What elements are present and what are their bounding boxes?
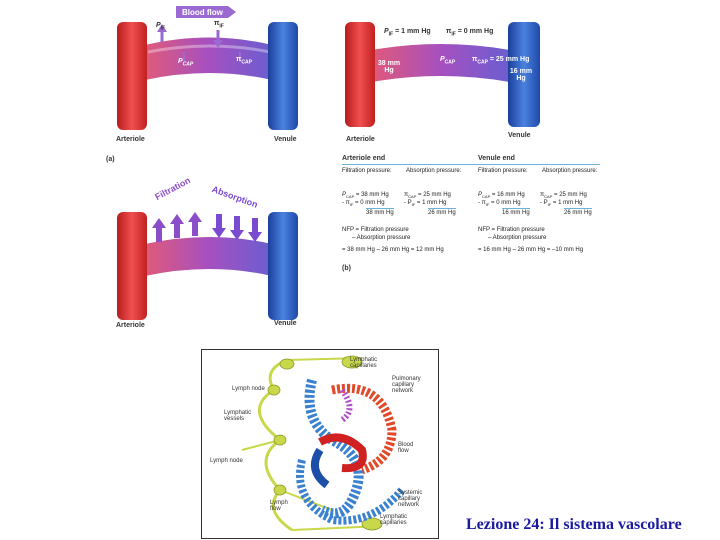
pi-cap-label: πCAP (236, 56, 252, 65)
venule-label-a: Venule (274, 136, 297, 143)
arteriole-pressure-value: 38 mm Hg (374, 60, 404, 74)
venule-filt-total: 16 mm Hg (502, 208, 530, 217)
arteriole-label-c: Arteriole (116, 322, 145, 329)
p-if-label: PIF (156, 22, 165, 31)
arteriole-label-b: Arteriole (346, 136, 375, 143)
lymphatic-system-figure: Lymphatic capillaries Lymph node Pulmona… (201, 349, 439, 539)
lymph-label-blood-flow: Blood flow (398, 442, 418, 454)
arteriole-absorption-header: Absorption pressure: (406, 167, 462, 175)
venule-filtration-header: Filtration pressure: (478, 167, 534, 175)
arteriole-vessel (117, 212, 147, 320)
slide-footer-title: Lezione 24: Il sistema vascolare (466, 516, 682, 534)
venule-absorption-header: Absorption pressure: (542, 167, 598, 175)
lymph-label-capillaries-bottom: Lymphatic capillaries (380, 514, 414, 526)
venule-nfp-result: = 16 mm Hg – 26 mm Hg = –10 mm Hg (478, 246, 583, 254)
table-rule (342, 164, 600, 165)
filtration-absorption-diagram (100, 180, 320, 330)
lymph-label-systemic-network: Systemic capillary network (398, 490, 430, 508)
arteriole-end-title: Arteriole end (342, 155, 385, 162)
arteriole-filtration-header: Filtration pressure: (342, 167, 398, 175)
lymph-label-node-top: Lymph node (232, 386, 265, 392)
arteriole-filt-total: 38 mm Hg (366, 208, 394, 217)
arteriole-nfp-line1: NFP = Filtration pressure (342, 226, 409, 234)
arteriole-nfp-line2: – Absorption pressure (352, 234, 410, 242)
panel-letter-a: (a) (106, 156, 115, 163)
venule-vessel (268, 22, 298, 130)
lymph-label-node-mid: Lymph node (210, 458, 243, 464)
arteriole-nfp-result: = 38 mm Hg – 26 mm Hg = 12 mm Hg (342, 246, 444, 254)
venule-label-c: Venule (274, 320, 297, 327)
p-cap-label-b: PCAP (440, 56, 455, 65)
venule-label-b: Venule (508, 132, 531, 139)
pi-if-label: πIF (214, 20, 224, 29)
capillary-vessel (145, 38, 272, 81)
lymph-label-capillaries-top: Lymphatic capillaries (350, 357, 382, 369)
blood-flow-label: Blood flow (182, 8, 224, 17)
venule-end-title: Venule end (478, 155, 515, 162)
arteriole-vessel (345, 22, 375, 127)
venule-nfp-line2: – Absorption pressure (488, 234, 546, 242)
p-cap-label: PCAP (178, 58, 193, 67)
lymph-label-vessels: Lymphatic vessels (224, 410, 254, 422)
panel-letter-b: (b) (342, 265, 351, 272)
venule-nfp-line1: NFP = Filtration pressure (478, 226, 545, 234)
pi-if-value: πIF = 0 mm Hg (446, 28, 493, 37)
lymph-label-pulmonary-network: Pulmonary capillary network (392, 376, 424, 394)
venule-pressure-value: 16 mm Hg (508, 68, 534, 82)
lymph-label-lymph-flow: Lymph flow (270, 500, 290, 512)
arteriole-vessel (117, 22, 147, 130)
arteriole-abs-total: 26 mm Hg (428, 208, 456, 217)
arteriole-label-a: Arteriole (116, 136, 145, 143)
pi-cap-value: πCAP = 25 mm Hg (472, 56, 529, 65)
capillary-vessel (145, 237, 272, 276)
venule-abs-total: 26 mm Hg (564, 208, 592, 217)
venule-vessel (268, 212, 298, 320)
p-if-value: PIF = 1 mm Hg (384, 28, 431, 37)
